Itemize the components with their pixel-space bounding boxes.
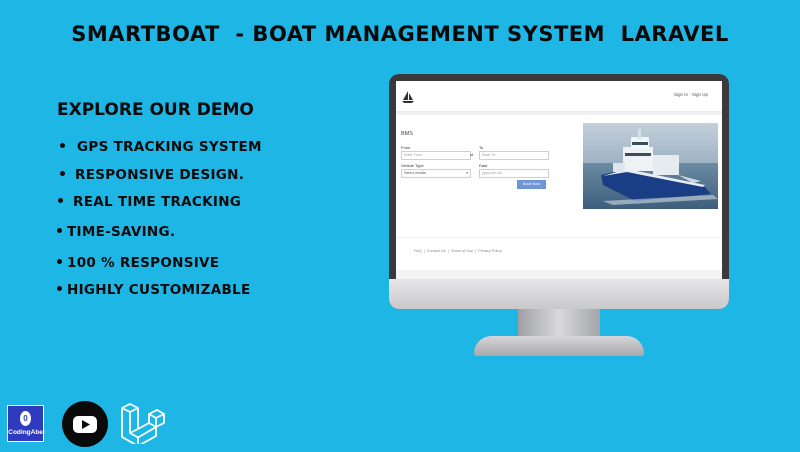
from-input[interactable]: Enter From	[401, 151, 471, 160]
monitor-screen: Sign In · Sign Up BMS From Enter From ⇄ …	[396, 81, 722, 279]
codingabel-text: CodingAbel	[8, 429, 45, 436]
from-label: From	[401, 145, 411, 150]
page-title: SMARTBOAT - BOAT MANAGEMENT SYSTEM LARAV…	[71, 22, 729, 46]
book-now-button[interactable]: Book Now	[517, 180, 546, 189]
screen-bottom-bar	[396, 270, 722, 279]
laravel-icon[interactable]	[119, 402, 165, 444]
codingabel-logo[interactable]: 0 CodingAbel	[7, 405, 45, 442]
date-input[interactable]: yyyy-mm-dd	[479, 169, 549, 178]
date-label: Date	[479, 163, 488, 168]
feature-item: RESPONSIVE DESIGN.	[60, 167, 244, 183]
vehicle-type-label: Vehicle Type	[401, 163, 424, 168]
bullet-icon	[60, 142, 65, 148]
bullet-icon	[57, 227, 62, 233]
feature-item: 100 % RESPONSIVE	[57, 255, 219, 271]
vehicle-type-select[interactable]: Select vehicle ▾	[401, 169, 471, 178]
feature-item: HIGHLY CUSTOMIZABLE	[57, 282, 250, 298]
bullet-icon	[57, 285, 62, 291]
monitor-stand-neck	[518, 309, 600, 339]
monitor-chin	[389, 279, 729, 309]
codingabel-glyph: 0	[20, 411, 31, 426]
chevron-down-icon: ▾	[466, 171, 468, 175]
sailboat-logo-icon[interactable]	[402, 90, 414, 104]
demo-heading: EXPLORE OUR DEMO	[57, 100, 254, 120]
signin-signup-link[interactable]: Sign In · Sign Up	[673, 92, 708, 97]
bullet-icon	[58, 197, 63, 203]
swap-icon[interactable]: ⇄	[470, 152, 474, 157]
boat-photo	[583, 123, 718, 209]
screen-brand: BMS	[401, 131, 413, 137]
feature-item: REAL TIME TRACKING	[58, 194, 241, 210]
youtube-icon[interactable]	[62, 401, 108, 447]
screen-navbar: Sign In · Sign Up	[396, 81, 722, 112]
feature-item: GPS TRACKING SYSTEM	[60, 139, 262, 155]
to-input[interactable]: Enter To	[479, 151, 549, 160]
monitor-stand-base	[474, 336, 644, 356]
screen-footer-links[interactable]: FAQ | Contact Us | Terms of Use | Privac…	[414, 249, 502, 253]
screen-divider	[396, 112, 722, 115]
bullet-icon	[60, 170, 65, 176]
to-label: To	[479, 145, 484, 150]
screen-footer-divider	[396, 237, 722, 238]
feature-item: TIME-SAVING.	[57, 224, 175, 240]
bullet-icon	[57, 258, 62, 264]
